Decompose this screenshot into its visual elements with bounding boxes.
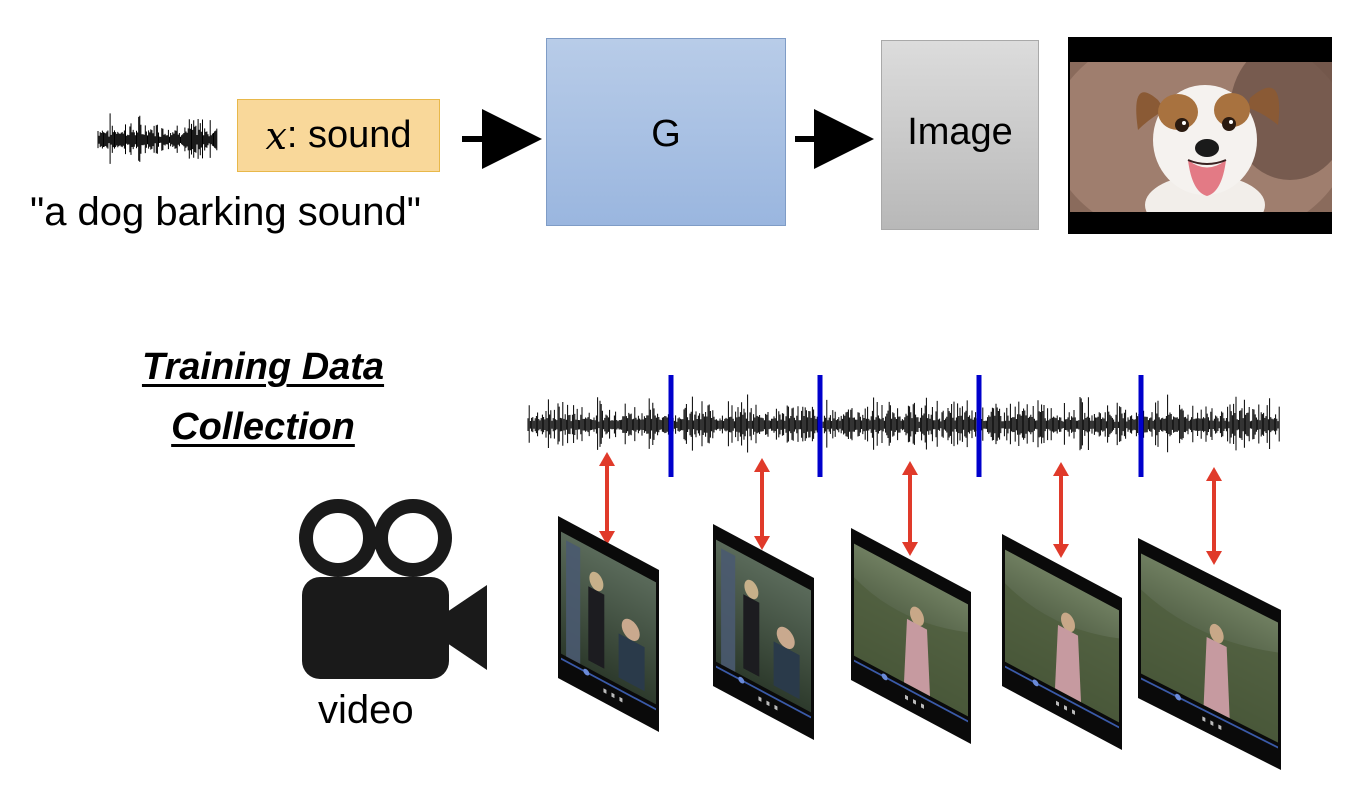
input-caption: "a dog barking sound" (30, 190, 421, 234)
video-frame-thumbnail (1002, 534, 1122, 750)
input-label: : sound (286, 114, 412, 156)
output-label: Image (907, 110, 1013, 153)
input-variable: x (265, 113, 287, 158)
output-image-box: Image (881, 40, 1039, 230)
section-heading: Training Data Collection (118, 337, 408, 457)
generator-label: G (651, 113, 681, 155)
segment-dividers (668, 375, 1144, 477)
dog-photo (1068, 37, 1332, 234)
video-frame-thumbnail (558, 516, 659, 733)
waveform-icon (97, 113, 218, 164)
input-sound-box: x: sound (237, 99, 440, 172)
double-arrow-icon (1053, 462, 1069, 558)
video-frame-thumbnail (851, 528, 971, 744)
video-frame-thumbnail (1138, 538, 1281, 771)
video-label: video (318, 688, 414, 732)
correspondence-arrows (599, 452, 1222, 565)
waveform-icon (527, 394, 1280, 453)
video-frame-thumbnail (713, 524, 814, 741)
double-arrow-icon (754, 458, 770, 550)
video-camera-icon (299, 499, 487, 679)
heading-line-1: Training Data (141, 346, 385, 388)
double-arrow-icon (902, 461, 918, 556)
heading-line-2: Collection (171, 406, 355, 448)
double-arrow-icon (599, 452, 615, 545)
generator-box: G (546, 38, 786, 226)
double-arrow-icon (1206, 467, 1222, 565)
